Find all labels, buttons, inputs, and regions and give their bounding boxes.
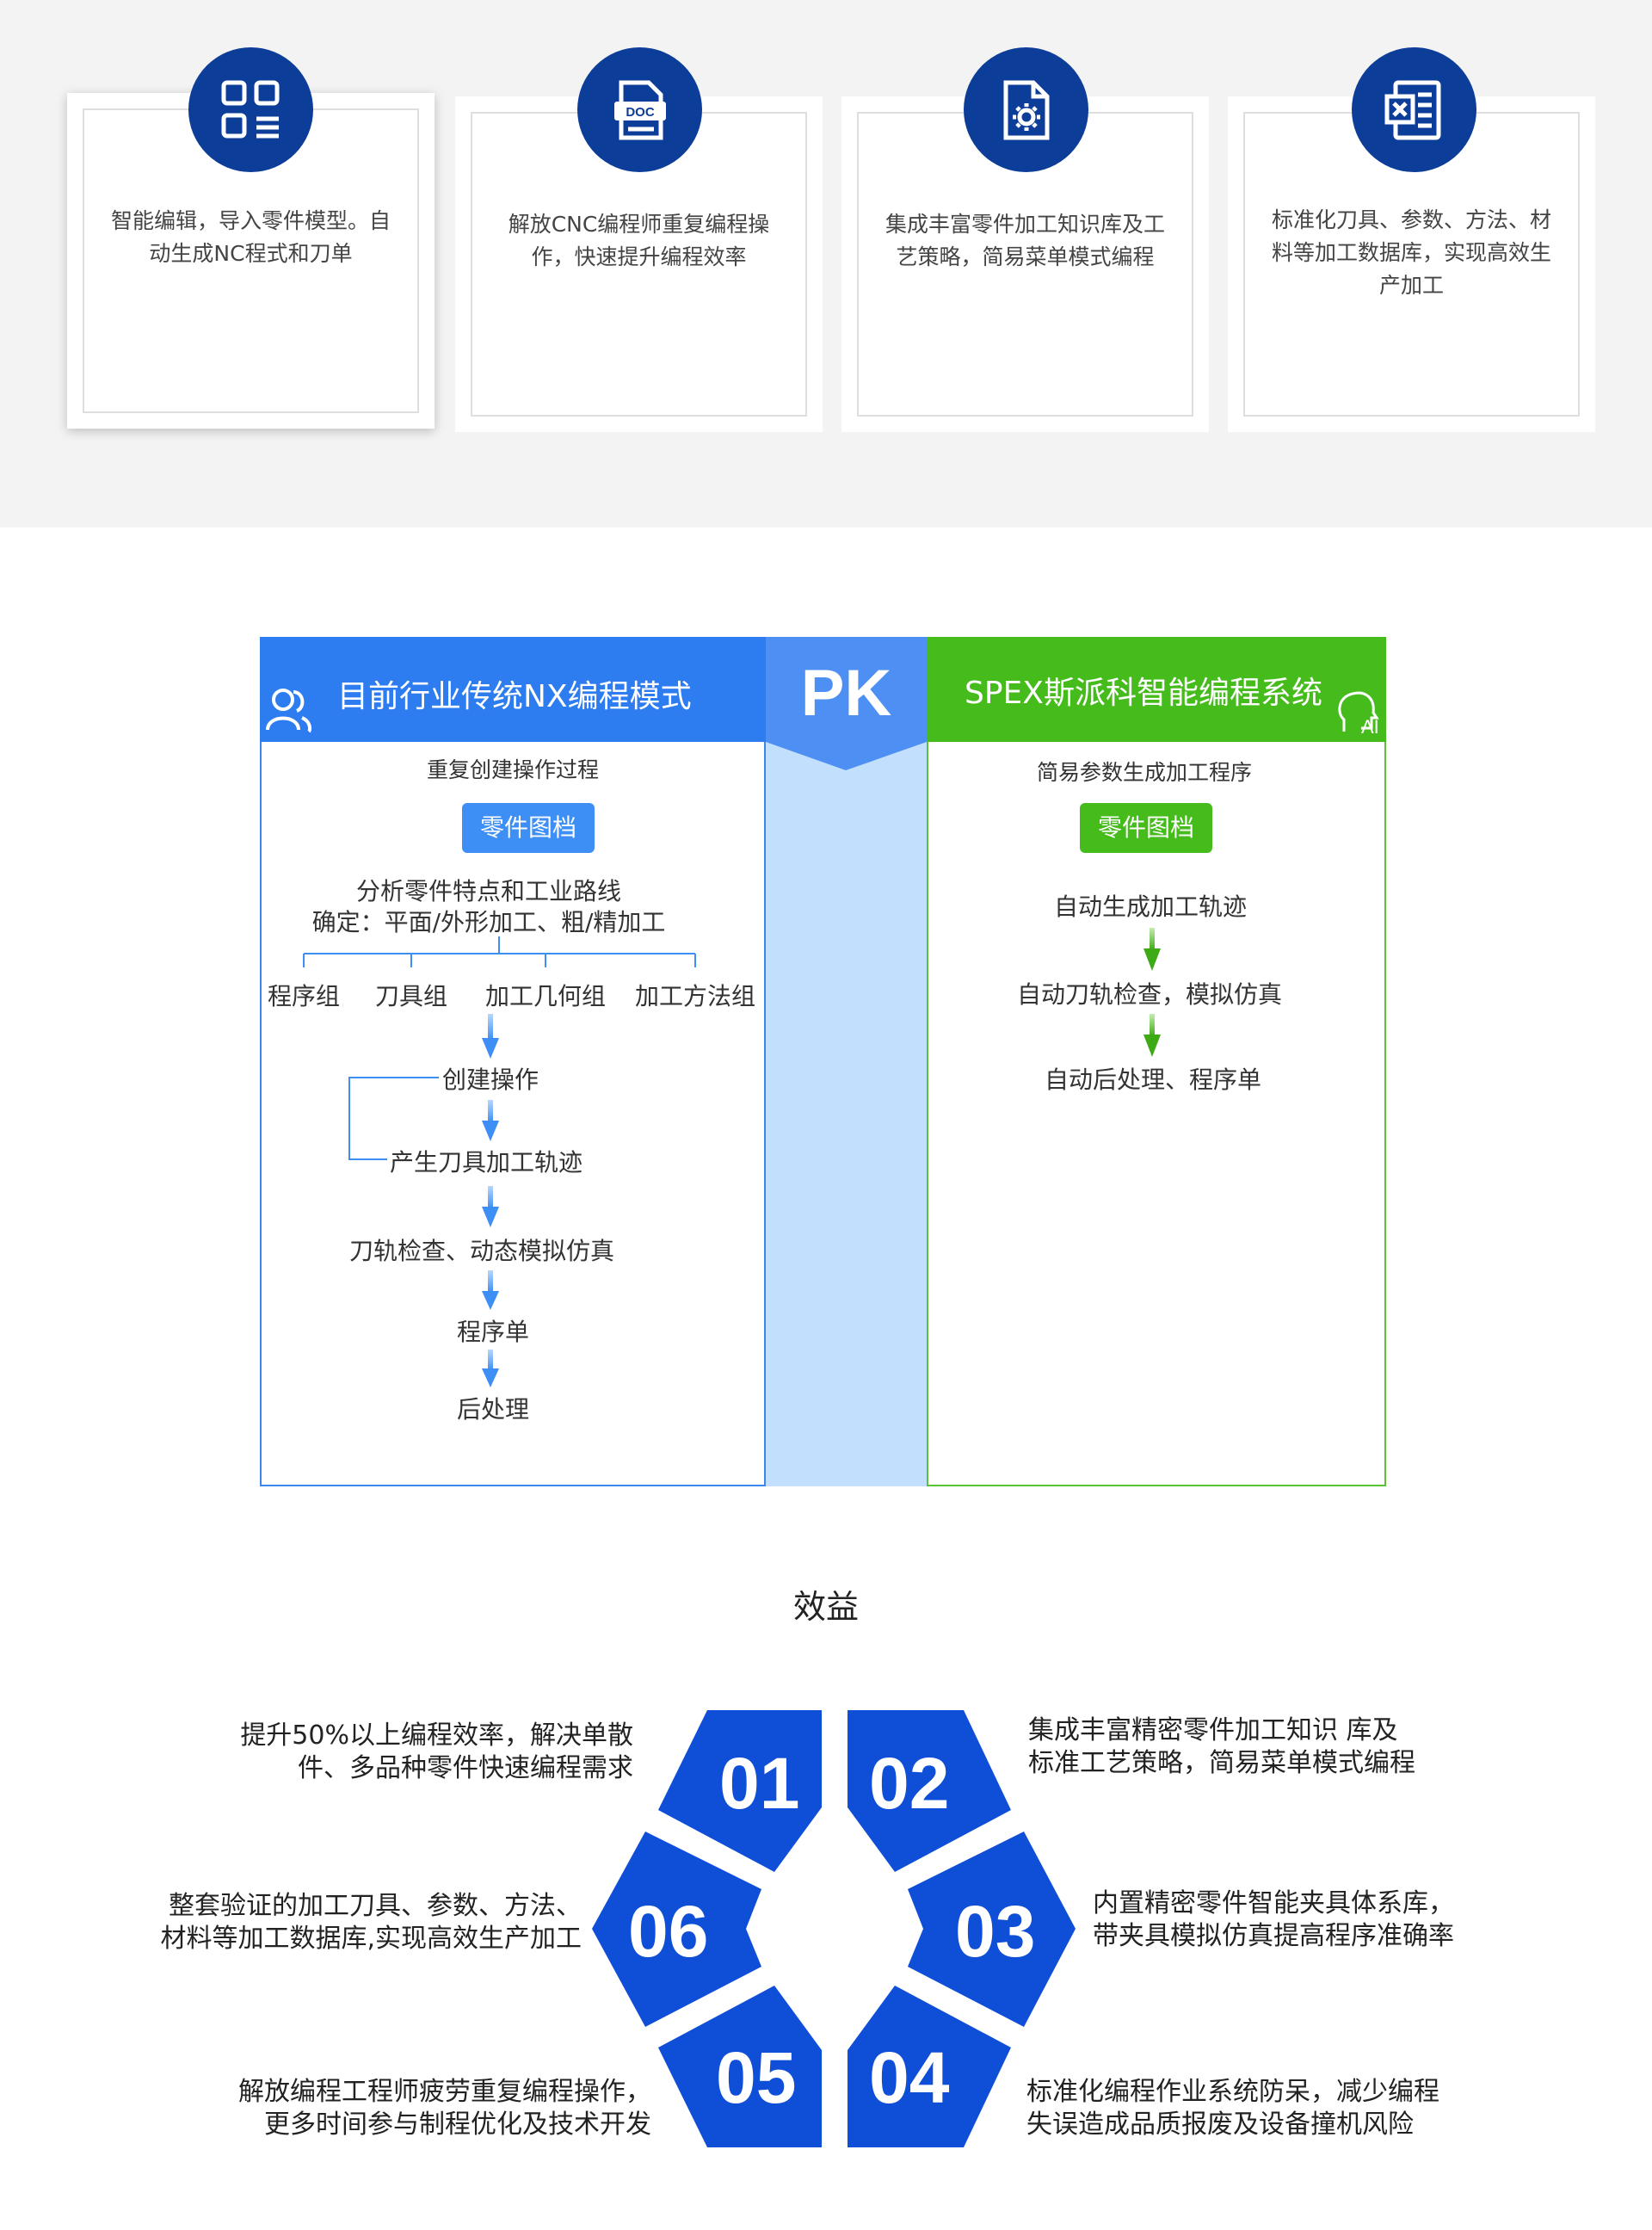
step-toolpath-check: 刀轨检查、动态模拟仿真 (348, 1237, 615, 1265)
segment-05 (658, 1986, 822, 2147)
segment-01 (658, 1710, 822, 1872)
excel-file-icon (1352, 47, 1476, 172)
traditional-subtitle: 重复创建操作过程 (426, 757, 600, 782)
segment-04 (848, 1986, 1011, 2147)
blue-arrows (482, 1014, 499, 1387)
spex-system-panel (927, 637, 1386, 1486)
analyze-line-2: 确定：平面/外形加工、粗/精加工 (311, 908, 666, 936)
step-generate-toolpath: 产生刀具加工轨迹 (389, 1148, 583, 1177)
benefits-title: 效益 (792, 1588, 859, 1626)
pk-divider (766, 637, 927, 1486)
ai-head-icon: AI (1338, 691, 1379, 738)
traditional-mode-header: 目前行业传统NX编程模式 (260, 637, 766, 742)
feature-text: 集成丰富零件加工知识库及工艺策略，简易菜单模式编程 (885, 212, 1165, 269)
benefit-text-01: 提升50%以上编程效率，解决单散件、多品种零件快速编程需求 (240, 1720, 633, 1783)
benefit-number-05: 05 (716, 2037, 797, 2118)
traditional-mode-panel (260, 637, 766, 1486)
benefit-number-03: 03 (955, 1891, 1036, 1972)
analyze-line-1: 分析零件特点和工业路线 (355, 877, 622, 905)
svg-text:DOC: DOC (626, 105, 655, 120)
segment-06 (592, 1832, 761, 2027)
green-arrows (1143, 928, 1161, 1057)
spex-system-header: SPEX斯派科智能编程系统 AI (927, 637, 1386, 742)
pk-label: PK (800, 657, 892, 730)
svg-text:AI: AI (1361, 716, 1379, 738)
step-post-process: 后处理 (456, 1395, 530, 1424)
part-file-button[interactable]: 零件图档 (462, 803, 595, 853)
benefit-number-04: 04 (869, 2037, 950, 2118)
spex-subtitle: 简易参数生成加工程序 (1036, 760, 1253, 785)
benefit-text-02: 集成丰富精密零件加工知识 库及标准工艺策略，简易菜单模式编程 (1028, 1715, 1415, 1778)
group-method: 加工方法组 (634, 982, 756, 1010)
pk-badge: PK (766, 637, 927, 770)
benefit-number-01: 01 (719, 1743, 800, 1824)
users-icon (266, 689, 311, 733)
group-program: 程序组 (267, 982, 341, 1010)
benefit-text-05: 解放编程工程师疲劳重复编程操作，更多时间参与制程优化及技术开发 (238, 2077, 651, 2140)
feature-text: 智能编辑，导入零件模型。自动生成NC程式和刀单 (110, 208, 391, 266)
benefit-text-03: 内置精密零件智能夹具体系库，带夹具模拟仿真提高程序准确率 (1093, 1888, 1454, 1951)
benefit-number-06: 06 (628, 1891, 709, 1972)
feature-text: 解放CNC编程师重复编程操作，快速提升编程效率 (508, 212, 770, 269)
feature-text: 标准化刀具、参数、方法、材料等加工数据库，实现高效生产加工 (1271, 207, 1551, 298)
feature-card-4[interactable]: 标准化刀具、参数、方法、材料等加工数据库，实现高效生产加工 (1228, 96, 1595, 432)
step-create-operation: 创建操作 (441, 1066, 539, 1094)
spex-step-auto-check: 自动刀轨检查，模拟仿真 (1016, 980, 1283, 1009)
step-program-sheet: 程序单 (456, 1318, 530, 1346)
gear-file-icon (964, 47, 1088, 172)
benefit-text-06: 整套验证的加工刀具、参数、方法、材料等加工数据库,实现高效生产加工 (160, 1891, 582, 1954)
group-bracket (303, 936, 696, 1160)
spex-part-file-button[interactable]: 零件图档 (1080, 803, 1212, 853)
group-tool: 刀具组 (374, 982, 448, 1010)
traditional-mode-title: 目前行业传统NX编程模式 (337, 679, 692, 714)
spex-system-title: SPEX斯派科智能编程系统 (965, 676, 1322, 711)
benefit-number-02: 02 (869, 1743, 950, 1824)
grid-list-icon (188, 47, 313, 172)
benefit-text-04: 标准化编程作业系统防呆，减少编程失误造成品质报废及设备撞机风险 (1026, 2077, 1439, 2140)
spex-step-auto-post: 自动后处理、程序单 (1044, 1066, 1262, 1094)
group-geometry: 加工几何组 (484, 982, 607, 1010)
segment-02 (848, 1710, 1011, 1872)
segment-03 (908, 1832, 1076, 2027)
spex-step-auto-toolpath: 自动生成加工轨迹 (1053, 893, 1248, 921)
doc-file-icon: DOC (577, 47, 702, 172)
